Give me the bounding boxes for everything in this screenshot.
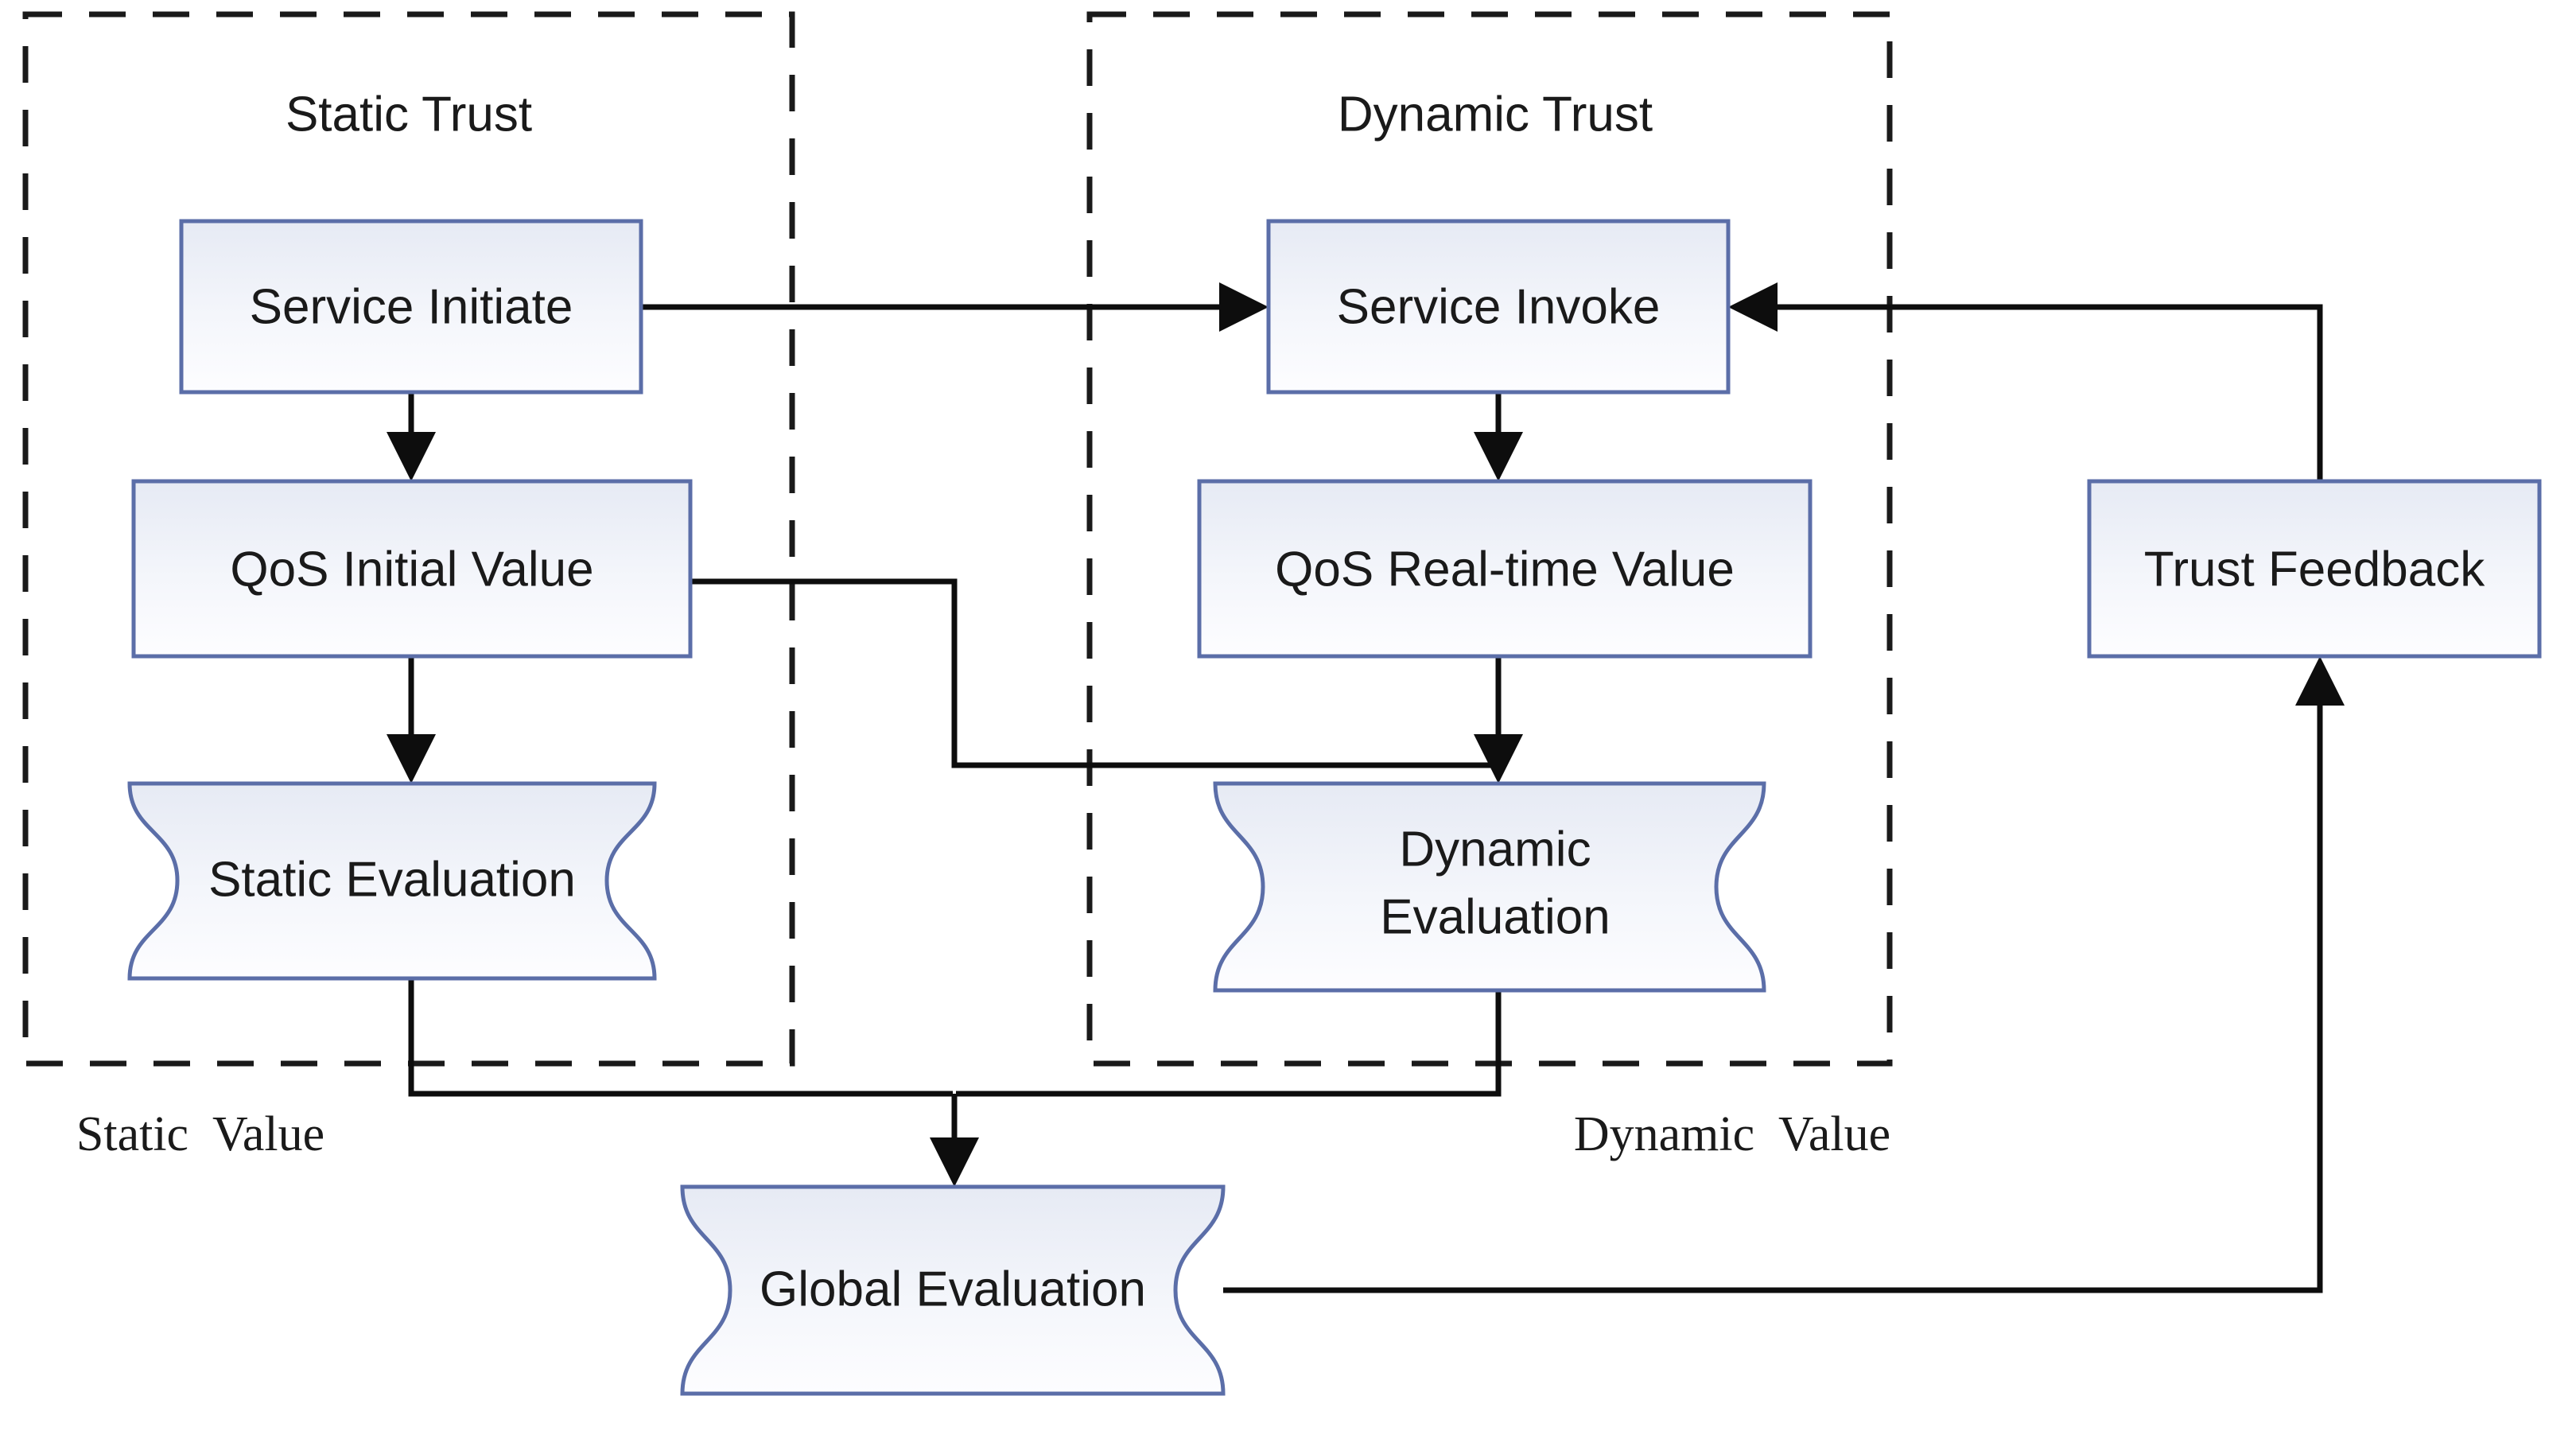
service-invoke-box[interactable] (1266, 219, 1731, 395)
arrowhead-up (2295, 656, 2345, 706)
service-initiate-box[interactable] (179, 219, 643, 395)
node-service-initiate[interactable]: Service Initiate (179, 219, 643, 395)
node-trust-feedback[interactable]: Trust Feedback (2087, 479, 2542, 659)
node-service-invoke[interactable]: Service Invoke (1266, 219, 1731, 395)
qos-realtime-value-box[interactable] (1197, 479, 1813, 659)
dynamic-evaluation-label-line1: Dynamic (1399, 822, 1591, 877)
static-value-label: Static Value (76, 1107, 324, 1161)
arrowhead-down (930, 1137, 979, 1187)
node-dynamic-evaluation[interactable]: Dynamic Evaluation (1213, 781, 1766, 993)
qos-initial-value-box[interactable] (131, 479, 693, 659)
edge-qos-initial-to-dynamic-eval (690, 578, 1498, 768)
dynamic-value-label: Dynamic Value (1574, 1107, 1890, 1161)
static-evaluation-label: Static Evaluation (208, 852, 576, 907)
edge-qos-realtime-to-dynamic-eval (1474, 656, 1523, 784)
group-static-trust-label: Static Trust (286, 87, 532, 142)
dynamic-evaluation-shape[interactable] (1213, 781, 1766, 993)
edge-static-eval-to-global (408, 978, 953, 1097)
group-dynamic-trust-border (1086, 11, 1893, 1067)
edge-global-to-trust-feedback (1223, 656, 2345, 1293)
global-evaluation-label: Global Evaluation (760, 1262, 1146, 1316)
edge-initiate-to-qos-initial (387, 392, 436, 481)
group-dynamic-trust-label: Dynamic Trust (1338, 87, 1653, 142)
arrowhead-down (387, 734, 436, 784)
global-evaluation-shape[interactable] (680, 1184, 1226, 1396)
group-dynamic-trust: Dynamic Trust (1086, 11, 1893, 1067)
edge-invoke-to-qos-realtime (1474, 392, 1523, 481)
qos-realtime-value-label: QoS Real-time Value (1275, 542, 1735, 597)
arrowhead-left (1728, 282, 1778, 332)
node-qos-initial-value[interactable]: QoS Initial Value (131, 479, 693, 659)
edge-merge-to-global (930, 1094, 979, 1187)
service-initiate-label: Service Initiate (250, 279, 573, 334)
edge-dynamic-eval-to-global (956, 990, 1502, 1097)
edge-qos-initial-to-static-eval (387, 656, 436, 784)
arrowhead-down (1474, 734, 1523, 784)
arrowhead-right (1219, 282, 1269, 332)
dynamic-evaluation-label-line2: Evaluation (1380, 889, 1610, 944)
service-invoke-label: Service Invoke (1337, 279, 1661, 334)
qos-initial-value-label: QoS Initial Value (230, 542, 593, 597)
arrowhead-down (387, 432, 436, 481)
arrowhead-down (1474, 432, 1523, 481)
node-static-evaluation[interactable]: Static Evaluation (127, 781, 657, 981)
trust-feedback-box[interactable] (2087, 479, 2542, 659)
trust-feedback-label: Trust Feedback (2144, 542, 2485, 597)
edge-initiate-to-invoke (641, 282, 1269, 332)
node-global-evaluation[interactable]: Global Evaluation (680, 1184, 1226, 1396)
node-qos-realtime-value[interactable]: QoS Real-time Value (1197, 479, 1813, 659)
static-evaluation-shape[interactable] (127, 781, 657, 981)
edge-trust-feedback-to-invoke (1728, 282, 2323, 481)
